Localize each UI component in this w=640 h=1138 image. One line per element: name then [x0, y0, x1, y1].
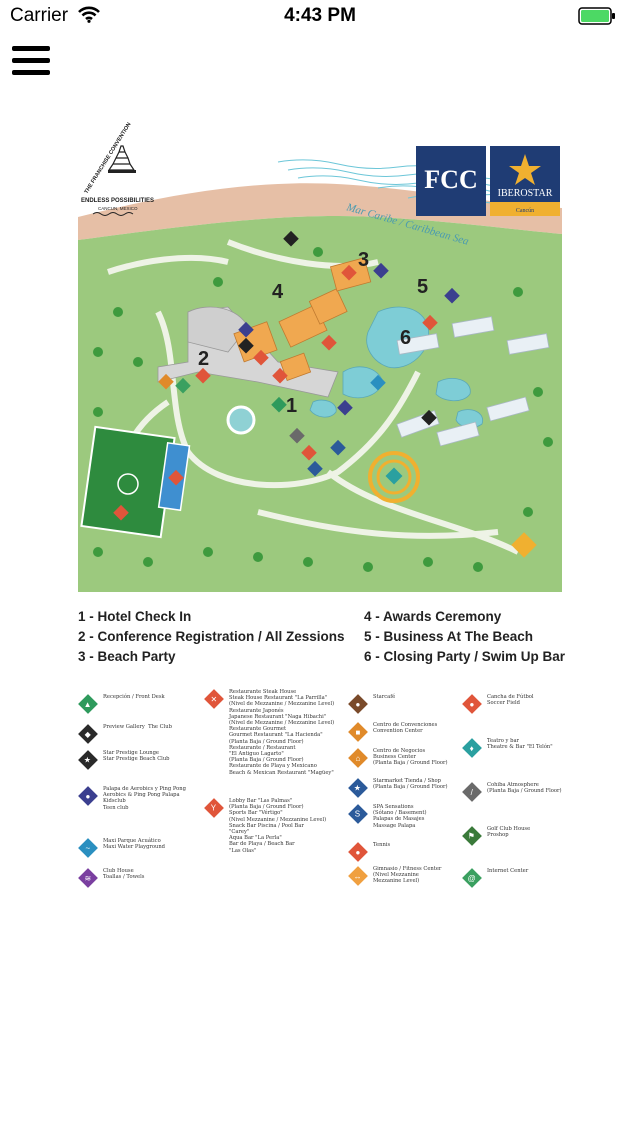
legend-item: ♦ Teatro y bar Theatre & Bar "El Telón"	[462, 738, 553, 758]
location-marker-1[interactable]: 1	[286, 395, 297, 417]
location-legend: 1 - Hotel Check In 2 - Conference Regist…	[78, 606, 566, 668]
legend-item: ● Starcafé	[348, 694, 395, 714]
menu-button[interactable]	[12, 46, 50, 80]
aerobics-icon: ●	[78, 786, 98, 806]
gym-icon: ↔	[348, 866, 368, 886]
legend-item: ≋ Club House Toallas / Towels	[78, 868, 144, 888]
clock: 4:43 PM	[284, 5, 356, 26]
shop-icon: ★	[348, 778, 368, 798]
golf-icon: ⚑	[462, 826, 482, 846]
location-item-4[interactable]: 4 - Awards Ceremony	[364, 609, 502, 624]
triangle-icon: ▲	[78, 694, 98, 714]
trees	[93, 247, 553, 572]
legend-item: ↔ Gimnasio / Fitness Center (Nivel Mezza…	[348, 866, 441, 886]
internet-icon: @	[462, 868, 482, 888]
legend-item: S SPA Sensations (Sótano / Basement) Pal…	[348, 804, 426, 829]
location-marker-2[interactable]: 2	[198, 348, 209, 370]
theatre-circle	[368, 451, 420, 503]
location-marker-6[interactable]: 6	[400, 327, 411, 349]
location-marker-3[interactable]: 3	[358, 249, 369, 271]
star-icon: ★	[78, 750, 98, 770]
pools	[309, 306, 484, 428]
fcc-logo	[416, 146, 486, 216]
water-icon: ~	[78, 838, 98, 858]
legend-item: ● Palapa de Aerobics y Ping Pong Aerobic…	[78, 786, 186, 811]
menu-line	[12, 70, 50, 75]
status-bar: Carrier 4:43 PM	[0, 0, 640, 32]
fcc-logo-text: FCC	[424, 165, 477, 194]
location-item-1[interactable]: 1 - Hotel Check In	[78, 609, 192, 624]
location-item-5[interactable]: 5 - Business At The Beach	[364, 629, 534, 644]
spa-icon: S	[348, 804, 368, 824]
carrier-label: Carrier	[10, 5, 69, 26]
location-marker-4[interactable]: 4	[272, 281, 284, 303]
restaurant-icon: ✕	[204, 689, 224, 709]
legend-item: ~ Maxi Parque Acuático Maxi Water Playgr…	[78, 838, 165, 858]
convention-location: CANCUN, MEXICO	[98, 206, 138, 211]
menu-line	[12, 46, 50, 51]
legend-item: ◆ Preview Gallery The Club	[78, 724, 172, 744]
map-graphic: 1 2 3 4 5 6 Mar Caribe / Caribbean Sea E…	[78, 112, 562, 592]
theatre-icon: ♦	[462, 738, 482, 758]
battery-icon	[578, 7, 615, 25]
location-item-2[interactable]: 2 - Conference Registration / All Zessio…	[78, 629, 345, 644]
star-icon	[509, 154, 541, 185]
convention-logo: ENDLESS POSSIBILITIES CANCUN, MEXICO	[81, 145, 154, 216]
golf-marker	[511, 532, 537, 558]
legend-item: ★ Star Prestige Lounge Star Prestige Bea…	[78, 750, 170, 770]
soccer-icon: ●	[462, 694, 482, 714]
location-marker-5[interactable]: 5	[417, 276, 428, 298]
legend-item: / Cohiba Atmosphere (Planta Baja / Groun…	[462, 782, 562, 802]
cigar-icon: /	[462, 782, 482, 802]
coffee-icon: ●	[348, 694, 368, 714]
tennis-icon: ●	[348, 842, 368, 862]
legend-item: ⌂ Centro de Negocios Business Center (Pl…	[348, 748, 448, 768]
bar-icon: Y	[204, 798, 224, 818]
convention-tagline: ENDLESS POSSIBILITIES	[81, 198, 154, 204]
villas	[396, 316, 550, 447]
towel-icon: ≋	[78, 868, 98, 888]
iberostar-logo-text: IBEROSTAR	[498, 188, 553, 199]
legend-item: ⚑ Golf Club House Proshop	[462, 826, 530, 846]
map-markers	[113, 230, 460, 521]
legend-item: ✕ Restaurante Steak House Steak House Re…	[204, 689, 334, 776]
legend-item: Y Lobby Bar "Las Palmas" (Planta Baja / …	[204, 798, 326, 854]
soccer-field	[80, 425, 176, 539]
fountain	[226, 405, 256, 435]
iberostar-location: Cancún	[516, 208, 534, 214]
location-item-6[interactable]: 6 - Closing Party / Swim Up Bar	[364, 649, 566, 664]
resort-map[interactable]: 1 2 3 4 5 6 Mar Caribe / Caribbean Sea E…	[78, 112, 562, 592]
legend-item: ■ Centro de Convenciones Convention Cent…	[348, 722, 437, 742]
legend-item: ● Cancha de Fútbol Soccer Field	[462, 694, 534, 714]
gallery-icon: ◆	[78, 724, 98, 744]
legend-item: ▲ Recepción / Front Desk	[78, 694, 165, 714]
legend-item: ★ Starmarket Tienda / Shop (Planta Baja …	[348, 778, 448, 798]
amenity-legend: ▲ Recepción / Front Desk ◆ Preview Galle…	[78, 686, 578, 896]
convention-icon: ■	[348, 722, 368, 742]
location-item-3[interactable]: 3 - Beach Party	[78, 649, 176, 664]
menu-line	[12, 58, 50, 63]
legend-item: ● Tennis	[348, 842, 390, 862]
business-icon: ⌂	[348, 748, 368, 768]
legend-item: @ Internet Center	[462, 868, 528, 888]
wifi-icon	[78, 6, 100, 23]
